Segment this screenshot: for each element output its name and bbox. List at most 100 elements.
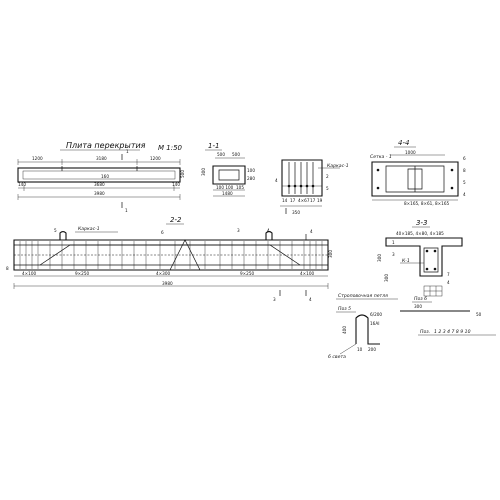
plan-title: Плита перекрытия [66, 141, 146, 150]
plan-dim-3980: 3980 [94, 191, 105, 196]
elevation-bent-bar-left [39, 244, 190, 266]
section-3-3-bar [433, 249, 437, 253]
section-4-4-mark-8: 8 [463, 168, 466, 173]
section-1-1-dim-right-a: 100 [247, 168, 255, 173]
cage-detail-outline [281, 159, 323, 197]
elevation-center-bars [169, 239, 201, 271]
elevation-bent-bar-right [150, 244, 301, 266]
plan-slab-inner [22, 170, 176, 180]
lifting-loop-title: Строповочная петля [338, 293, 388, 299]
plan-cut-mark-top: 1 [126, 149, 129, 154]
section-3-3-bar [425, 249, 429, 253]
section-1-1-dim-top-right: 500 [232, 152, 240, 157]
plan-dim-140-right: 140 [172, 182, 180, 187]
plan-dim-side: 160 [101, 174, 109, 179]
cage-node [299, 184, 303, 188]
section-1-1-dim-1480: 1480 [222, 191, 233, 196]
lifting-loop-detail: Строповочная петля Поз 5 400 6/200 16АI … [328, 293, 398, 360]
section-3-3-dim-left-b: 300 [384, 274, 389, 282]
lifting-loop-pos5: Поз 5 [338, 306, 351, 312]
cage-node [305, 184, 309, 188]
section-1-1-dim-left: 300 [201, 168, 206, 176]
lifting-loop-dim-10: 10 [357, 347, 363, 352]
cage-dim-350: 350 [292, 210, 300, 215]
section-3-3-cage [423, 247, 439, 273]
lifting-loop-dim-200: 200 [368, 347, 376, 352]
lifting-loop-shape [355, 314, 380, 345]
elevation-lifting-loop-right [265, 230, 273, 240]
elevation-section-label: 2-2 [170, 216, 182, 224]
plan-view: Плита перекрытия М 1:50 1 1200 3180 1200… [17, 141, 185, 213]
elevation-mark-6: 6 [161, 230, 164, 235]
cage-detail: Каркас-1 2 5 4 14 17 4×67 17 19 350 [275, 159, 349, 215]
section-3-3-callout: К-1 [402, 258, 410, 264]
plan-scale: М 1:50 [158, 144, 183, 152]
cage-mark-4: 4 [275, 178, 278, 183]
section-3-3-mark-7: 7 [447, 272, 450, 277]
lifting-loop-note: 6 света [328, 354, 346, 360]
cage-dim-14: 14 [282, 198, 288, 203]
plan-dim-right: 500 [180, 170, 185, 178]
plan-slab-outline [17, 167, 181, 183]
plan-dim-1200-left: 1200 [32, 156, 43, 161]
section-4-4-core [407, 168, 423, 190]
cage-dim-19: 19 [317, 198, 323, 203]
section-3-3-mark-1: 1 [392, 240, 395, 245]
elevation-cut-mark-4: 4 [309, 297, 312, 302]
section-3-3-dims-top: 40×185, 4×80, 4×185 [396, 231, 444, 236]
cage-node [311, 184, 315, 188]
cage-dim-17b: 17 [310, 198, 316, 203]
positions-items: 1 2 3 4 7 8 9 10 [434, 329, 471, 335]
section-1-1-dim-bottom-small: 105 [236, 185, 244, 190]
cage-node [293, 184, 297, 188]
positions-note: Поз. 1 2 3 4 7 8 9 10 [418, 329, 496, 336]
pos6-dim-300: 300 [414, 304, 422, 309]
elevation-lifting-loop-left [59, 230, 67, 240]
cage-mark-5: 5 [326, 186, 329, 191]
elevation-mark-3: 3 [237, 228, 240, 233]
elevation-callout: Каркас-1 [78, 226, 100, 232]
pos6-dim-50: 50 [476, 312, 482, 317]
cage-node [287, 184, 291, 188]
elevation-2-2: 2-2 Каркас-1 5 6 3 4 8 4 [6, 216, 333, 302]
elevation-dim-step-2: 9×250 [75, 271, 90, 276]
section-3-3-dim-left-a: 300 [377, 254, 382, 262]
elevation-dim-total: 3980 [162, 281, 173, 286]
pos6-detail: Поз 6 300 50 [400, 285, 482, 317]
section-4-4-bar [450, 168, 454, 172]
lifting-loop-dim-400: 400 [342, 326, 347, 334]
section-3-3-profile [385, 237, 463, 277]
elevation-mark-4: 4 [267, 228, 270, 233]
section-3-3-bar [433, 267, 437, 271]
cage-dim-4x67: 4×67 [298, 198, 310, 203]
section-3-3-title: 3-3 [416, 219, 427, 227]
cage-mark-2: 2 [326, 174, 329, 179]
elevation-cut-mark-3: 3 [273, 297, 276, 302]
plan-dim-3180: 3180 [96, 156, 107, 161]
section-4-4-dim-1000: 1000 [405, 150, 416, 155]
section-4-4-callout: Сетка - 1 [370, 154, 392, 160]
section-4-4-rebar-note: 8×165, 8×61, 8×165 [404, 201, 449, 206]
lifting-loop-note-leader [339, 343, 357, 355]
cage-dim-17a: 17 [290, 198, 296, 203]
section-1-1-title: 1-1 [208, 142, 219, 150]
elevation-dim-step-5: 4×100 [300, 271, 315, 276]
lifting-loop-steel: 16АI [370, 321, 379, 326]
positions-label: Поз. [420, 329, 430, 335]
plan-dim-1200-right: 1200 [150, 156, 161, 161]
section-3-3-bar [425, 267, 429, 271]
plan-dim-3680: 3680 [94, 182, 105, 187]
section-4-4-profile [371, 161, 459, 197]
section-4-4-bar [450, 186, 454, 190]
section-4-4-mark-5: 5 [463, 180, 466, 185]
section-3-3-mark-3: 3 [392, 252, 395, 257]
section-3-3: 3-3 40×185, 4×80, 4×185 К-1 1 3 7 4 300 … [377, 219, 463, 285]
section-4-4-mark-6: 6 [463, 156, 466, 161]
section-4-4-void [385, 165, 445, 193]
section-1-1-dim-bottom-inner-text: 100 100 [216, 185, 234, 190]
cage-detail-callout: Каркас-1 [327, 163, 349, 169]
elevation-outline [13, 239, 329, 271]
elevation-mark-5: 5 [54, 228, 57, 233]
elevation-dim-step-1: 4×100 [22, 271, 37, 276]
